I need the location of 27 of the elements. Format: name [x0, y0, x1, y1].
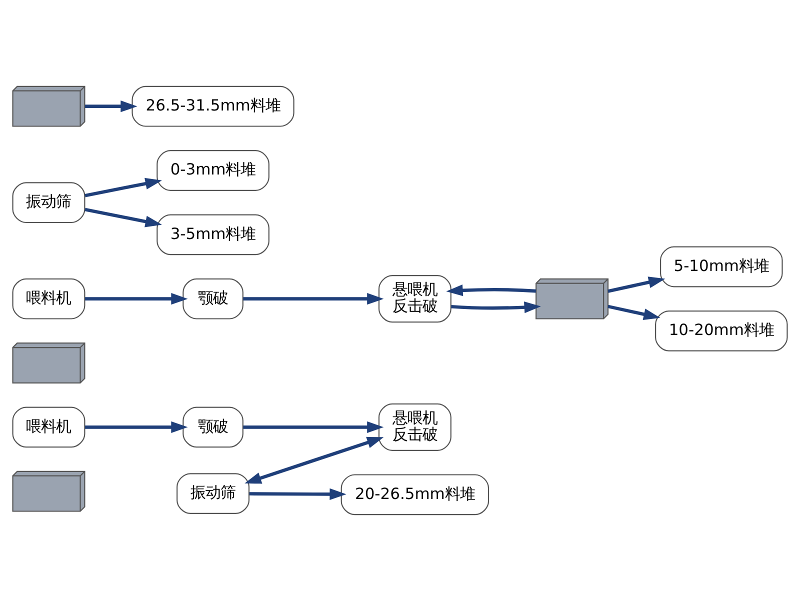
node-box: 喂料机: [12, 406, 86, 448]
node-box: 26.5-31.5mm料堆: [132, 85, 294, 126]
node-box: 3-5mm料堆: [156, 214, 270, 255]
node-box: 颚破: [182, 406, 244, 448]
arrow: [85, 292, 188, 304]
node-box: 喂料机: [12, 278, 86, 319]
arrow: [85, 420, 188, 432]
arrow: [243, 420, 384, 432]
arrow: [446, 284, 536, 296]
arrow: [84, 207, 162, 227]
node-box: 振动筛: [12, 182, 86, 223]
arrow: [249, 488, 346, 500]
arrow: [608, 276, 666, 292]
node-box: 5-10mm料堆: [660, 246, 783, 287]
arrow: [608, 304, 660, 320]
node-box: 10-20mm料堆: [655, 310, 788, 351]
arrow: [85, 100, 138, 112]
node-box: 悬喂机 反击破: [378, 274, 452, 322]
arrow: [243, 292, 384, 304]
arrow: [451, 301, 541, 313]
node-box: 20-26.5mm料堆: [340, 474, 490, 515]
node-box: 悬喂机 反击破: [378, 402, 452, 450]
node-box: 振动筛: [176, 472, 250, 514]
node-box: 颚破: [182, 278, 244, 319]
arrow: [244, 436, 384, 484]
node-box: 0-3mm料堆: [156, 150, 270, 190]
arrow: [84, 177, 162, 197]
